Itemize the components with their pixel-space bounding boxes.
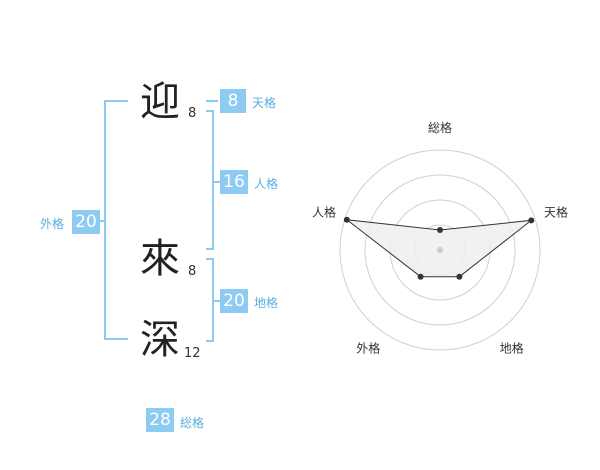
- chi-bracket-bottom: [206, 340, 214, 342]
- gai-bracket-tick: [98, 220, 104, 222]
- name-char-1: 迎: [140, 79, 180, 125]
- radar-axis-label: 人格: [312, 204, 336, 219]
- gai-bracket-top: [104, 100, 128, 102]
- name-char-1-strokes: 8: [188, 106, 197, 121]
- radar-center-dot: [437, 247, 443, 253]
- jin-bracket-top: [206, 110, 214, 112]
- radar-axis-label: 外格: [356, 341, 380, 356]
- jin-bracket-tick: [214, 181, 220, 183]
- radar-axis-label: 天格: [544, 204, 568, 219]
- name-char-2-strokes: 8: [188, 264, 197, 279]
- ten-label: 天格: [252, 96, 277, 110]
- radar-point: [417, 273, 424, 280]
- chi-bracket-tick: [214, 300, 220, 302]
- jin-label: 人格: [254, 177, 279, 191]
- so-label: 総格: [180, 416, 205, 430]
- ten-connector: [206, 100, 218, 102]
- radar-point: [456, 273, 463, 280]
- name-char-3-strokes: 12: [184, 346, 201, 361]
- jin-bracket-vertical: [212, 110, 214, 250]
- radar-ring: [339, 149, 541, 351]
- gai-value: 20: [72, 210, 100, 234]
- chi-value: 20: [220, 289, 248, 313]
- radar-axis-label: 総格: [428, 120, 452, 135]
- chi-bracket-top: [206, 258, 214, 260]
- so-value: 28: [146, 408, 174, 432]
- radar-ring: [364, 174, 516, 326]
- chi-label: 地格: [254, 296, 279, 310]
- name-char-2: 來: [140, 236, 180, 282]
- chi-bracket-vertical: [212, 258, 214, 342]
- gai-bracket-vertical: [104, 100, 106, 340]
- radar-point: [343, 216, 350, 223]
- jin-value: 16: [220, 170, 248, 194]
- radar-point: [437, 227, 443, 233]
- radar-point: [528, 217, 535, 224]
- gai-bracket-bottom: [104, 338, 128, 340]
- gai-label: 外格: [40, 217, 65, 231]
- radar-axis-label: 地格: [500, 341, 524, 356]
- ten-value: 8: [220, 89, 246, 113]
- jin-bracket-bottom: [206, 248, 214, 250]
- name-char-3: 深: [140, 317, 180, 363]
